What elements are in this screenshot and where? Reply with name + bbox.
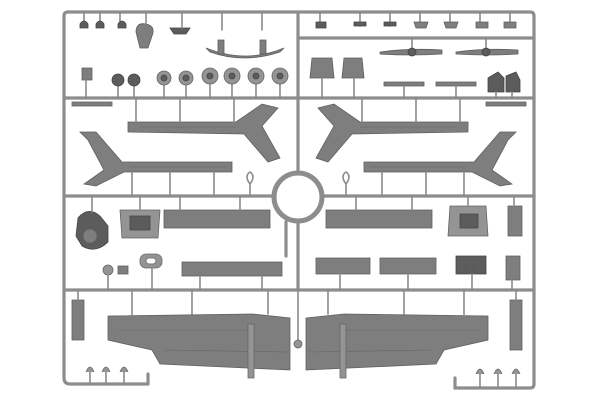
tail-booms-lower: [79, 131, 517, 197]
cockpit-seats: [309, 57, 521, 99]
fuselage-parts-row: [75, 195, 523, 250]
tail-booms-upper: [71, 97, 527, 163]
landing-wheels-row: [81, 67, 289, 99]
sprue-center-ring: [271, 170, 325, 258]
bottom-corner-parts: [71, 289, 523, 389]
top-right-small-parts: [315, 11, 519, 57]
sprue-outer-frame: [62, 10, 536, 390]
small-detail-row: [102, 253, 521, 291]
wing-halves: [107, 289, 489, 379]
top-left-small-parts: [79, 11, 285, 59]
